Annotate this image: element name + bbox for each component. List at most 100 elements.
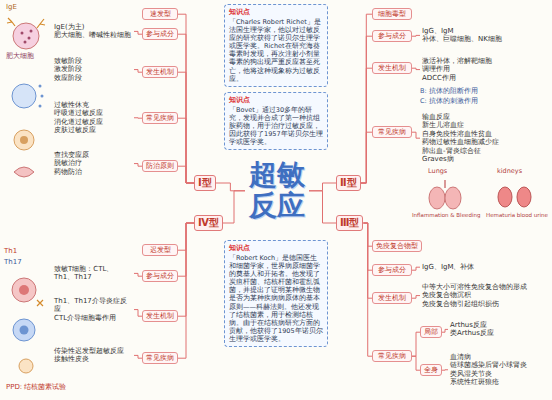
branch-box-text: 发生机制 <box>375 294 409 302</box>
leaf-list: 致敏阶段激发阶段效应阶段 <box>52 56 134 83</box>
branch-connector <box>309 183 336 191</box>
branch-box: 迟发型 <box>142 244 178 256</box>
granule <box>24 41 27 44</box>
leaf-list: 查找变应原脱敏治疗药物防治 <box>52 150 134 177</box>
leaf-list: 过敏性休克呼吸道过敏反应消化道过敏反应皮肤过敏反应 <box>52 100 134 136</box>
branch-connector <box>412 332 420 356</box>
branch-connector <box>134 310 142 317</box>
leaf-list: 中等大小可溶性免疫复合物的形成免疫复合物沉积免疫复合物引起组织损伤 <box>420 282 548 309</box>
leaf-list-text: 肺出血-肾炎综合征 <box>422 147 546 155</box>
leaf-list-text: ADCC作用 <box>422 74 546 82</box>
title-node-text: 超敏反应 <box>245 160 309 222</box>
diagram-label: Inflammation & Bleeding <box>412 212 480 218</box>
leaf-list-text: 激活补体，溶解靶细胞 <box>422 57 546 65</box>
leaf-list: IgE(为主)肥大细胞、嗜碱性粒细胞 <box>52 22 134 41</box>
leaf-list-text: IgG、IgM <box>422 27 546 35</box>
leaf-list: IgG、IgM、补体 <box>420 262 548 272</box>
branch-box-text: 常见疾病 <box>145 354 175 362</box>
ige-antibody <box>37 19 45 28</box>
title-node: 超敏反应 <box>245 160 309 222</box>
granule <box>28 37 31 40</box>
leaf-list-text: CTL介导细胞毒作用 <box>54 314 132 322</box>
leaf-list-text: 免疫复合物沉积 <box>422 291 546 299</box>
leaf-list-text: 肥大细胞、嗜碱性粒细胞 <box>54 31 132 39</box>
branch-connector <box>412 267 420 270</box>
branch-box: 常见疾病 <box>142 352 178 364</box>
branch-box-text: 参与成分 <box>375 32 409 40</box>
branch-connector <box>412 35 420 37</box>
branch-box-text: 迟发型 <box>145 246 175 254</box>
leaf-list-text: 皮肤过敏反应 <box>54 126 132 134</box>
knowledge-note-text: 知识点 <box>229 96 323 105</box>
branch-connector <box>134 70 142 73</box>
branch-connector <box>178 223 194 358</box>
diagram-label: Th17 <box>4 259 22 267</box>
knowledge-note-text: 「Charles Robert Richet」是法国生理学家，他以对过敏反应的研… <box>229 18 323 83</box>
branch-box: 常见疾病 <box>142 112 178 124</box>
leaf-list-text: 类Arthus反应 <box>450 329 546 337</box>
branch-connector <box>134 273 142 276</box>
kidney-left <box>498 187 512 207</box>
th17-cell <box>13 319 35 341</box>
branch-box-text: 发生机制 <box>375 64 409 72</box>
branch-connector <box>134 31 142 34</box>
branch-box: 发生机制 <box>142 310 178 322</box>
branch-box: 发生机制 <box>372 292 412 304</box>
leaf-list-text: 查找变应原 <box>54 151 132 159</box>
mast-cell-drawing <box>7 18 45 49</box>
branch-box: 免疫复合物型 <box>372 240 422 252</box>
leaf-list-text: 血清病 <box>450 353 546 361</box>
leaf-list-text: 药物防治 <box>54 168 132 176</box>
leaf-list-text: Graves病 <box>422 155 546 163</box>
cell-symbol <box>14 130 34 150</box>
leaf-list-text: 药物过敏性血细胞减少症 <box>422 138 546 146</box>
branch-connector <box>361 68 372 183</box>
leaf-list: Th1、Th17介导炎症反应CTL介导细胞毒作用 <box>52 296 134 323</box>
diagram-label: IgE <box>6 4 17 12</box>
leaf-list-text: 新生儿溶血症 <box>422 121 546 129</box>
diagram-label: kidneys <box>497 168 522 175</box>
leaf-list-text: 接触性皮炎 <box>54 355 132 363</box>
basophil <box>12 84 36 108</box>
knowledge-note: 知识点「Bovet」通过30多年的研究，发现并合成了第一种抗组胺药物，用于治疗过… <box>224 92 328 150</box>
th1-cell <box>12 278 36 302</box>
branch-connector <box>361 132 372 183</box>
branch-box: 参与成分 <box>372 30 412 42</box>
knowledge-note: 知识点「Robert Koch」是德国医生和细菌学家，世界病原细菌学的奠基人和开… <box>224 240 328 347</box>
knowledge-note-text: 「Robert Koch」是德国医生和细菌学家，世界病原细菌学的奠基人和开拓者。… <box>229 254 323 343</box>
leaf-list-text: 输血反应 <box>422 113 546 121</box>
branch-box: 参与成分 <box>142 270 178 282</box>
diagram-label: 肥大细胞 <box>6 53 34 60</box>
leaf-list-text: 调理作用 <box>422 65 546 73</box>
lung-right <box>445 187 461 209</box>
mast-cell <box>13 23 39 49</box>
diagram-label: Lungs <box>428 168 447 175</box>
branch-connector <box>412 356 420 370</box>
branch-box-text: 常见疾病 <box>145 114 175 122</box>
branch-connector <box>134 117 142 118</box>
leaf-list-text: 补体、巨噬细胞、NK细胞 <box>422 35 546 43</box>
branch-connector <box>178 118 194 183</box>
branch-box-text: 常见疾病 <box>375 352 409 360</box>
leaf-list-text: 呼吸道过敏反应 <box>54 109 132 117</box>
leaf-list-text: 系统性红斑狼疮 <box>450 378 546 386</box>
type-node: Ⅲ型 <box>336 215 363 231</box>
diagram-label: C: 抗体的刺激作用 <box>420 98 478 105</box>
branch-box: 常见疾病 <box>372 350 412 362</box>
branch-box-text: 参与成分 <box>145 30 175 38</box>
leaf-list-text: 免疫复合物引起组织损伤 <box>422 300 546 308</box>
branch-connector <box>309 191 336 223</box>
diagram-label: Th1 <box>4 248 17 256</box>
branch-box: 参与成分 <box>142 28 178 40</box>
branch-connector <box>134 164 142 167</box>
released-granule <box>41 95 44 98</box>
t-cell-drawing <box>12 278 43 373</box>
branch-box: 局部 <box>420 326 442 338</box>
nucleus <box>19 285 29 295</box>
nucleus <box>20 136 28 144</box>
branch-connector <box>134 355 142 358</box>
branch-box-text: 参与成分 <box>375 266 409 274</box>
